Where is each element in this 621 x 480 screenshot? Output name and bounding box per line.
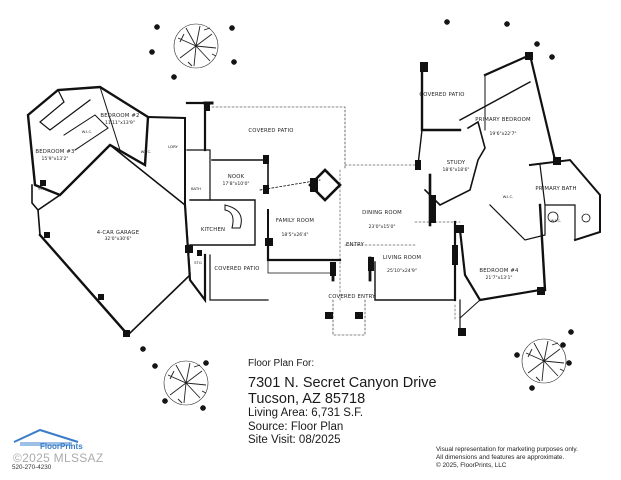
kitchen-label: KITCHEN — [201, 227, 225, 233]
address-line-1: 7301 N. Secret Canyon Drive — [248, 375, 437, 391]
covered-patio-right-label: COVERED PATIO — [419, 92, 464, 98]
walls — [26, 53, 601, 337]
floorprints-logo: FloorPrints 520-270-4230 — [12, 428, 104, 472]
disclaimer-line: Visual representation for marketing purp… — [436, 446, 578, 453]
primary-bedroom-dims: 19'6"x22'7" — [489, 131, 516, 137]
study-label: STUDY — [447, 160, 466, 166]
source: Source: Floor Plan — [248, 420, 344, 433]
shrub-icon — [139, 18, 575, 412]
walk-in-closet-label: W.I.C. — [503, 194, 514, 199]
bedroom2-dims: 11'11"x13'9" — [105, 120, 135, 126]
floorprints-logo-icon — [13, 428, 79, 446]
phone-number: 520-270-4230 — [12, 464, 52, 471]
disclaimer-line: All dimensions and features are approxim… — [436, 454, 565, 461]
kitchen-island — [224, 204, 242, 229]
walk-in-closet-label: W.I.C. — [82, 129, 93, 134]
tree-icon — [521, 338, 567, 384]
nook-dims: 17'8"x10'0" — [222, 181, 249, 187]
floor-plan-for-label: Floor Plan For: — [248, 358, 315, 369]
covered-patio-left-label: COVERED PATIO — [214, 266, 259, 272]
laundry-label: LDRY — [168, 144, 178, 149]
bedroom4-dims: 21'7"x13'1" — [485, 275, 512, 281]
address-line-2: Tucson, AZ 85718 — [248, 391, 366, 407]
bedroom2-label: BEDROOM #2 — [100, 113, 139, 119]
tub — [581, 213, 591, 223]
family-room-dims: 18'5"x26'4" — [281, 232, 308, 238]
brand-name: FloorPrints — [40, 442, 83, 451]
dining-room-label: DINING ROOM — [362, 210, 402, 216]
disclaimer: Visual representation for marketing purp… — [436, 446, 611, 470]
garage-label: 4-CAR GARAGE — [97, 230, 140, 236]
dining-room-dims: 23'0"x15'0" — [368, 224, 395, 230]
storage-label: STG — [38, 186, 46, 191]
study-dims: 18'6"x18'6" — [442, 167, 469, 173]
room-labels: BEDROOM #2 11'11"x13'9" BEDROOM #3 15'9"… — [35, 92, 576, 300]
site-visit: Site Visit: 08/2025 — [248, 434, 341, 446]
wall-columns — [40, 52, 561, 337]
tub — [547, 211, 559, 223]
bedroom3-label: BEDROOM #3 — [35, 149, 74, 155]
living-area: Living Area: 6,731 S.F. — [248, 407, 364, 419]
living-room-dims: 25'10"x24'9" — [387, 268, 417, 274]
entry-label: ENTRY — [346, 242, 365, 248]
bedroom3-dims: 15'9"x13'2" — [41, 156, 68, 162]
family-room-label: FAMILY ROOM — [276, 218, 315, 224]
watermark: ©2025 MLSSAZ — [13, 451, 104, 465]
primary-bedroom-label: PRIMARY BEDROOM — [475, 117, 531, 123]
tree-icon — [163, 360, 209, 406]
bath-label: BATH — [191, 186, 201, 191]
storage-label: STG — [194, 260, 202, 265]
tree-icon — [173, 23, 219, 69]
walk-in-closet-label: W.I.C. — [141, 149, 152, 154]
covered-entry-label: COVERED ENTRY — [328, 294, 376, 300]
copyright: © 2025, FloorPrints, LLC — [436, 462, 507, 469]
living-room-label: LIVING ROOM — [383, 255, 421, 261]
bedroom4-label: BEDROOM #4 — [479, 268, 519, 274]
nook-label: NOOK — [228, 174, 245, 180]
listing-info: Floor Plan For: 7301 N. Secret Canyon Dr… — [248, 358, 437, 448]
primary-bath-label: PRIMARY BATH — [535, 186, 576, 192]
garage-dims: 32'0"x30'6" — [104, 236, 131, 242]
covered-patio-top-label: COVERED PATIO — [248, 128, 293, 134]
